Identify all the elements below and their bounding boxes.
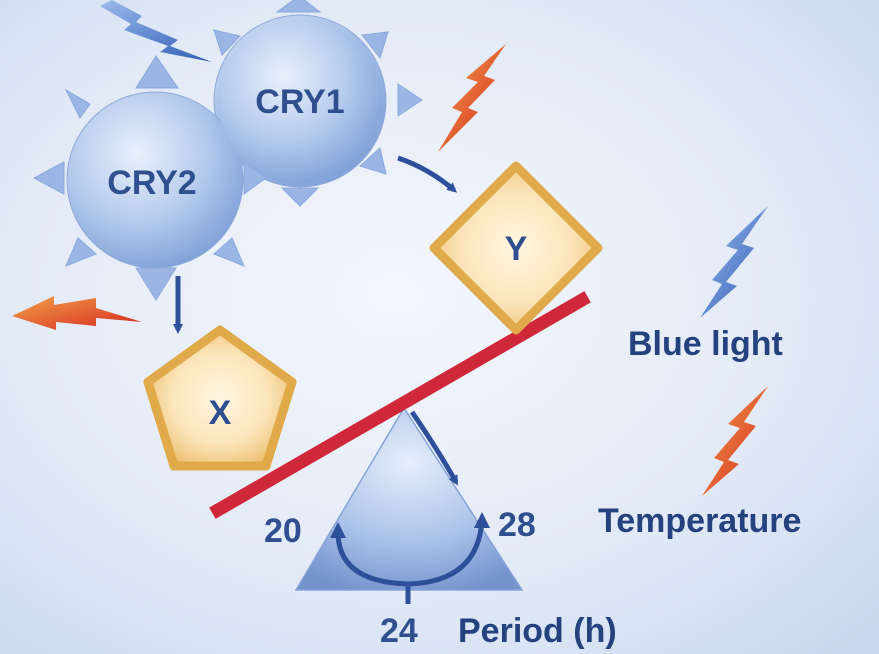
cry2-label: CRY2 — [107, 164, 196, 202]
y-protein: Y — [429, 161, 603, 335]
balance-lever — [209, 291, 591, 519]
temperature-legend-icon — [702, 386, 768, 496]
arrow-tilt — [409, 410, 459, 486]
cry1-body-overlay — [218, 19, 382, 183]
red-lightning-icon-top — [438, 44, 506, 152]
x-protein: X — [143, 325, 297, 471]
period-center-label: 24 — [380, 612, 418, 650]
blue-lightning-icon-top — [100, 0, 212, 62]
arc-left-end — [330, 522, 346, 538]
y-label: Y — [505, 230, 528, 268]
period-unit-label: Period (h) — [458, 612, 617, 650]
period-max-label: 28 — [498, 506, 536, 544]
cry1-label: CRY1 — [255, 83, 344, 121]
blue-light-legend-icon — [700, 206, 768, 318]
cry2-protein — [32, 55, 267, 301]
blue-light-label: Blue light — [628, 325, 783, 363]
temperature-label: Temperature — [598, 502, 801, 540]
red-lightning-icon-left — [12, 296, 142, 330]
arc-right-end — [474, 512, 490, 528]
fulcrum — [294, 406, 524, 604]
arrow-cry1-to-y — [397, 155, 458, 193]
x-label: X — [209, 394, 232, 432]
period-min-label: 20 — [264, 512, 302, 550]
